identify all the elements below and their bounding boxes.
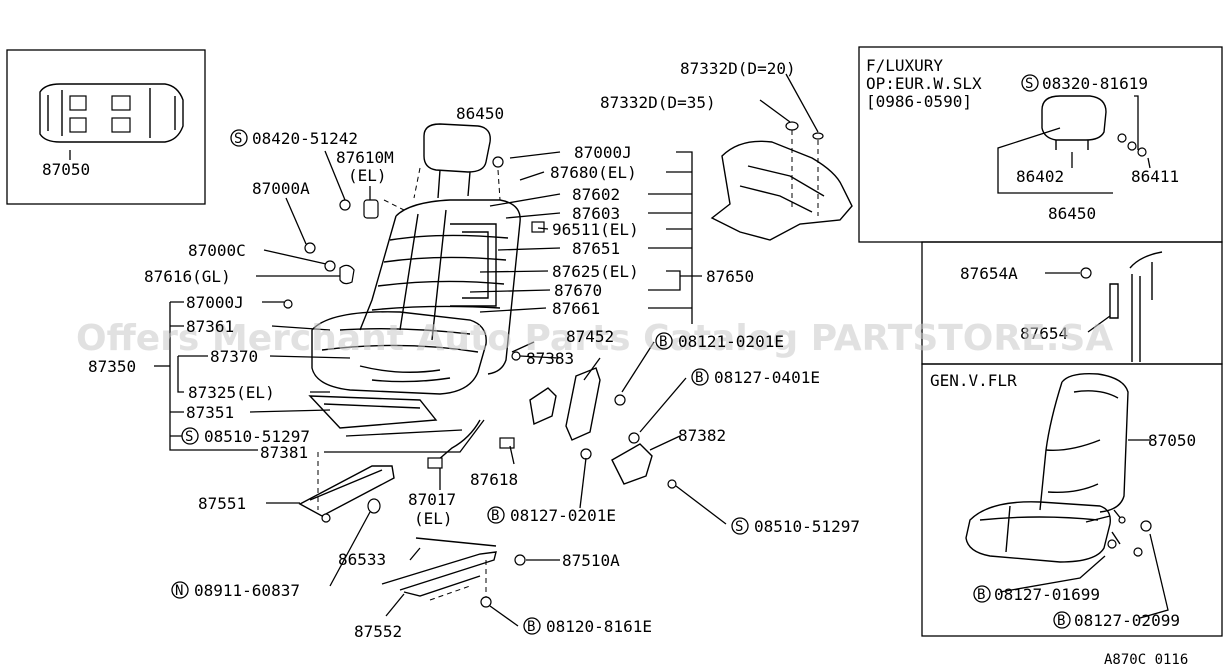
- label-87383: 87383: [526, 349, 574, 368]
- label-87000j-left: 87000J: [186, 293, 244, 312]
- label-87325-el: 87325(EL): [188, 383, 275, 402]
- cable-87017: [437, 419, 481, 461]
- label-87610m-el: (EL): [348, 166, 387, 185]
- luxury-part-86411: 86411: [1131, 167, 1179, 186]
- diagram-code: A870C 0116: [1104, 652, 1188, 668]
- label-87552: 87552: [354, 622, 402, 641]
- luxury-bolt-s-badge: [1021, 74, 1039, 92]
- gen-title: GEN.V.FLR: [930, 371, 1017, 390]
- main-seat-icon: [308, 123, 521, 429]
- gen-seat-icon: [965, 372, 1152, 563]
- prefix-b-08127-a: B: [695, 370, 703, 386]
- side-part-87654: 87654: [1020, 324, 1068, 343]
- underbody-panel-icon: [710, 121, 853, 241]
- label-87381: 87381: [260, 443, 308, 462]
- gen-bolt2-prefix: B: [1057, 613, 1065, 629]
- label-08121-0201e: 08121-0201E: [678, 332, 784, 351]
- label-87332d-d20: 87332D(D=20): [680, 59, 796, 78]
- label-87625-el: 87625(EL): [552, 262, 639, 281]
- gen-bolt1: 08127-01699: [994, 585, 1100, 604]
- label-08120-8161e: 08120-8161E: [546, 617, 652, 636]
- inset-gen-frame: [921, 363, 1223, 637]
- label-87651: 87651: [572, 239, 620, 258]
- label-87618: 87618: [470, 470, 518, 489]
- seat-track-icon: [298, 465, 395, 523]
- prefix-b-08127-b: B: [491, 508, 499, 524]
- label-87350: 87350: [88, 357, 136, 376]
- inset-vehicle-frame: [6, 49, 206, 205]
- label-87603: 87603: [572, 204, 620, 223]
- label-87661: 87661: [552, 299, 600, 318]
- label-87000j-top: 87000J: [574, 143, 632, 162]
- label-87382: 87382: [678, 426, 726, 445]
- label-87680-el: 87680(EL): [550, 163, 637, 182]
- label-87616-gl: 87616(GL): [144, 267, 231, 286]
- gen-bolt1-prefix: B: [977, 587, 985, 603]
- label-87351: 87351: [186, 403, 234, 422]
- label-87370: 87370: [210, 347, 258, 366]
- luxury-bolt-number: 08320-81619: [1042, 74, 1148, 93]
- label-87602: 87602: [572, 185, 620, 204]
- luxury-date-range: [0986-0590]: [866, 92, 972, 111]
- label-08127-0201e: 08127-0201E: [510, 506, 616, 525]
- label-86450: 86450: [456, 104, 504, 123]
- label-87610m: 87610M: [336, 148, 394, 167]
- luxury-part-86402: 86402: [1016, 167, 1064, 186]
- prefix-b-08120: B: [527, 619, 535, 635]
- label-87510a: 87510A: [562, 551, 620, 570]
- prefix-b-08121: B: [659, 334, 667, 350]
- watermark-text: Offers Merchant Auto Parts Catalog PARTS…: [76, 318, 1113, 359]
- label-87361: 87361: [186, 317, 234, 336]
- leader-lines: [154, 73, 819, 627]
- label-87670: 87670: [554, 281, 602, 300]
- label-87551: 87551: [198, 494, 246, 513]
- luxury-part-86450: 86450: [1048, 204, 1096, 223]
- prefix-s-08510-b: S: [735, 519, 743, 535]
- luxury-leaders: [1071, 152, 1151, 169]
- label-87452: 87452: [566, 327, 614, 346]
- label-87650: 87650: [706, 267, 754, 286]
- label-86533: 86533: [338, 550, 386, 569]
- side-trim-icon: [1080, 251, 1163, 362]
- recliner-bracket-icons: [499, 367, 677, 489]
- vehicle-top-view-icon: [39, 83, 184, 160]
- label-08127-0401e: 08127-0401E: [714, 368, 820, 387]
- label-87000c: 87000C: [188, 241, 246, 260]
- luxury-title: F/LUXURY: [866, 56, 943, 75]
- gen-seat-part: 87050: [1148, 431, 1196, 450]
- label-08420-51242: 08420-51242: [252, 129, 358, 148]
- side-part-87654a: 87654A: [960, 264, 1018, 283]
- label-08911-60837: 08911-60837: [194, 581, 300, 600]
- label-87017: 87017: [408, 490, 456, 509]
- luxury-leader-86450: [997, 127, 1113, 194]
- label-96511-el: 96511(EL): [552, 220, 639, 239]
- vehicle-part-number: 87050: [42, 160, 90, 179]
- prefix-s-08420: S: [234, 131, 242, 147]
- luxury-bolt-prefix: S: [1025, 76, 1033, 92]
- label-87332d-d35: 87332D(D=35): [600, 93, 716, 112]
- gen-bolt2: 08127-02099: [1074, 611, 1180, 630]
- label-87017-el: (EL): [414, 509, 453, 528]
- label-08510-51297-b: 08510-51297: [754, 517, 860, 536]
- main-hardware-icons: [283, 156, 545, 361]
- luxury-option: OP:EUR.W.SLX: [866, 74, 982, 93]
- label-87000a: 87000A: [252, 179, 310, 198]
- prefix-n-08911: N: [175, 583, 183, 599]
- label-08510-51297-a: 08510-51297: [204, 427, 310, 446]
- luxury-headrest-icon: [1041, 95, 1147, 157]
- lower-rod-icon: [381, 537, 526, 608]
- prefix-s-08510-a: S: [185, 429, 193, 445]
